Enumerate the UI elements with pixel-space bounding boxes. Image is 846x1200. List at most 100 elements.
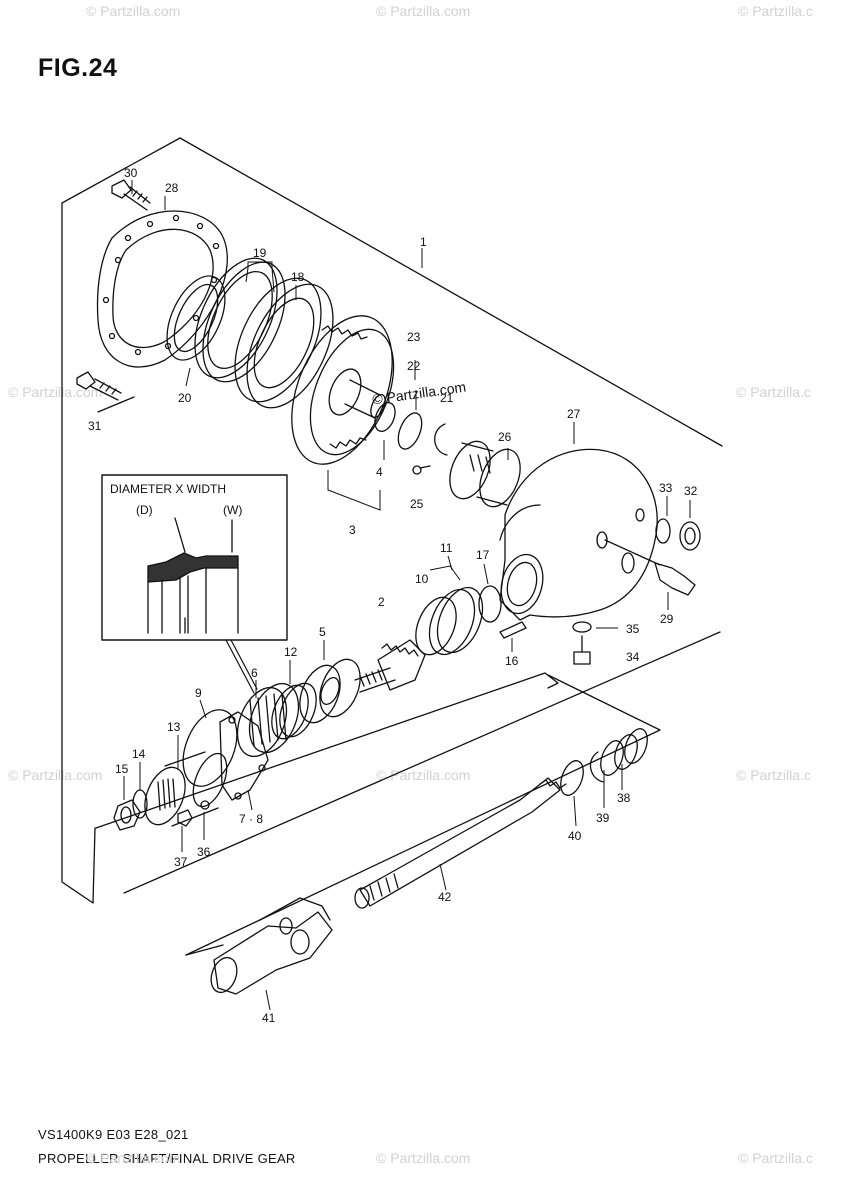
- part-7-8-housing: [219, 711, 269, 801]
- part-13-coupling: [144, 751, 228, 827]
- callout-23: 23: [407, 330, 421, 344]
- inset-heading: DIAMETER X WIDTH: [110, 482, 226, 496]
- inset-label-d: (D): [136, 503, 153, 517]
- shaft-boundary: [185, 674, 661, 956]
- part-33-washer: [655, 518, 671, 544]
- inset-label-w: (W): [223, 503, 242, 517]
- watermark: © Partzilla.c: [738, 1150, 813, 1166]
- assembly-boundary: [61, 137, 181, 904]
- callout-13: 13: [167, 720, 181, 734]
- callout-40: 40: [568, 829, 582, 843]
- callout-20: 20: [178, 391, 192, 405]
- part-40-washer: [560, 760, 584, 796]
- part-6-bearing-housing: [236, 682, 300, 758]
- part-26-bearing: [449, 440, 521, 508]
- part-9-o-ring: [182, 709, 238, 787]
- callout-4: 4: [376, 465, 383, 479]
- callout-6: 6: [251, 666, 258, 680]
- callout-39: 39: [596, 811, 610, 825]
- part-41-universal-joint: [210, 897, 333, 995]
- callout-21: 21: [440, 391, 454, 405]
- callout-3: 3: [349, 523, 356, 537]
- part-5-bearing: [299, 658, 361, 724]
- callout-10: 10: [415, 572, 429, 586]
- part-34-bolt: [573, 635, 591, 665]
- part-10-11-shims: [415, 586, 484, 656]
- part-4-spacer: [374, 402, 396, 432]
- callout-labels: 1 2 3 4 5 6 7 · 8 9 10 11 12 13 14 15 16…: [88, 166, 698, 1025]
- callout-17: 17: [476, 548, 490, 562]
- part-36-washer: [200, 800, 210, 810]
- inset-labels: DIAMETER X WIDTH (D) (W): [110, 482, 242, 517]
- part-30-bolt: [111, 179, 151, 211]
- part-16-pin: [499, 621, 527, 639]
- callout-18: 18: [291, 270, 305, 284]
- callout-33: 33: [659, 481, 673, 495]
- callout-1: 1: [420, 235, 427, 249]
- callout-29: 29: [660, 612, 674, 626]
- callout-14: 14: [132, 747, 146, 761]
- callout-16: 16: [505, 654, 519, 668]
- part-20-oil-seal: [166, 275, 226, 361]
- part-25-pin: [412, 465, 431, 475]
- callout-31: 31: [88, 419, 102, 433]
- callout-7-8: 7 · 8: [239, 812, 263, 826]
- part-3-ring-gear: [291, 315, 395, 465]
- assembly-boundary: [179, 137, 723, 447]
- watermark: © Partzilla.c: [736, 384, 811, 400]
- part-37-nut: [177, 809, 193, 827]
- callout-41: 41: [262, 1011, 276, 1025]
- watermark: © Partzilla.c: [736, 767, 811, 783]
- callout-9: 9: [195, 686, 202, 700]
- part-29-breather: [604, 539, 696, 596]
- watermark: © Partzilla.com: [376, 3, 471, 19]
- callout-25: 25: [410, 497, 424, 511]
- callout-37: 37: [174, 855, 188, 869]
- callout-22: 22: [407, 359, 421, 373]
- part-17-bearing: [478, 585, 502, 623]
- part-32-plug: [679, 521, 701, 551]
- part-21-circlip: [434, 423, 448, 456]
- assembly-boundary: [123, 631, 721, 894]
- callout-11: 11: [440, 541, 453, 555]
- callout-2: 2: [378, 595, 385, 609]
- callout-26: 26: [498, 430, 512, 444]
- part-15-nut: [113, 799, 141, 831]
- watermark: © Partzilla.com: [8, 384, 103, 400]
- callout-19: 19: [253, 246, 267, 260]
- seal-cross-section: [147, 552, 239, 583]
- callout-35: 35: [626, 622, 640, 636]
- part-31-bolt: [76, 371, 135, 413]
- part-35-washer: [572, 621, 592, 633]
- model-code: VS1400K9 E03 E28_021: [38, 1127, 189, 1142]
- callout-12: 12: [284, 645, 298, 659]
- callout-15: 15: [115, 762, 129, 776]
- part-2-pinion-gear: [354, 639, 426, 693]
- watermark: © Partzilla.c: [738, 3, 813, 19]
- watermark: © Partzilla.com: [8, 767, 103, 783]
- callout-32: 32: [684, 484, 698, 498]
- part-22-shim: [397, 412, 423, 450]
- callout-36: 36: [197, 845, 211, 859]
- part-42-propeller-shaft: [354, 777, 567, 909]
- watermark: © Partzilla.com: [376, 1150, 471, 1166]
- callout-42: 42: [438, 890, 452, 904]
- watermark: © Partzilla.com: [86, 1150, 181, 1166]
- part-18-bearing: [234, 277, 334, 409]
- watermark: © Partzilla.com: [86, 3, 181, 19]
- callout-34: 34: [626, 650, 640, 664]
- part-28-gasket: [96, 210, 228, 368]
- part-27-housing: [499, 448, 658, 621]
- part-38-spring: [600, 728, 648, 776]
- callout-27: 27: [567, 407, 581, 421]
- watermark: © Partzilla.com: [376, 767, 471, 783]
- figure-name: PROPELLER SHAFT/FINAL DRIVE GEAR: [38, 1151, 296, 1166]
- inset-box: [101, 474, 288, 641]
- part-39-circlip: [589, 751, 605, 783]
- figure-title: FIG.24: [38, 54, 118, 82]
- callout-30: 30: [124, 166, 138, 180]
- assembly-boundary: [95, 672, 559, 829]
- callout-38: 38: [617, 791, 631, 805]
